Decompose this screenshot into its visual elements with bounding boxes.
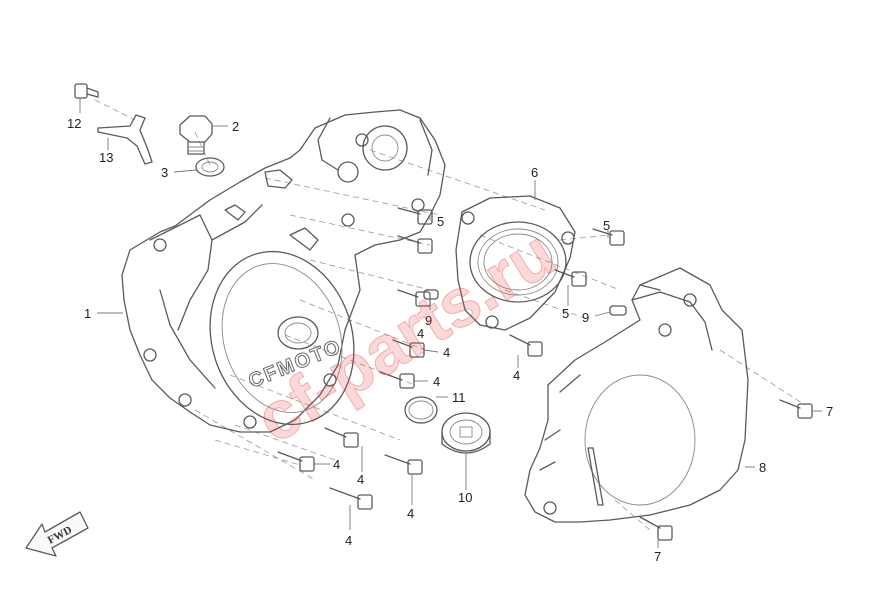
bolt-4e <box>324 427 359 448</box>
callout-12: 12 <box>67 116 81 131</box>
bolt-5c <box>554 269 587 287</box>
callout-11: 11 <box>452 390 466 405</box>
callout-2: 2 <box>232 119 239 134</box>
leader-lines <box>79 98 822 548</box>
callout-4e: 4 <box>357 472 364 487</box>
callout-8: 8 <box>759 460 766 475</box>
callout-7a: 7 <box>826 404 833 419</box>
callout-5b: 5 <box>603 218 610 233</box>
callout-4d: 4 <box>513 368 520 383</box>
plug-part-2 <box>179 115 213 155</box>
callout-3: 3 <box>161 165 168 180</box>
bolts <box>277 207 813 541</box>
alignment-lines <box>94 99 806 531</box>
callout-6: 6 <box>531 165 538 180</box>
bolt-4d <box>509 334 543 357</box>
bolt-7b <box>639 516 673 541</box>
callout-1: 1 <box>84 306 91 321</box>
callout-9b: 9 <box>582 310 589 325</box>
callout-7b: 7 <box>654 549 661 564</box>
oring-part-11 <box>404 396 438 424</box>
bolt-5b <box>397 235 433 254</box>
callout-10: 10 <box>458 490 472 505</box>
watermark-text: cf-parts.ru <box>243 215 568 458</box>
callout-4a: 4 <box>417 326 424 341</box>
callout-9a: 9 <box>425 313 432 328</box>
bracket-part-13 <box>97 114 153 165</box>
forward-direction-arrow: FWD <box>25 511 89 557</box>
callout-labels: 1 2 3 4 4 4 4 4 4 4 4 5 5 5 6 7 7 8 9 9 … <box>67 116 833 564</box>
bolt-7a <box>779 399 813 419</box>
bolt-5a <box>397 207 433 225</box>
bolt-part-12 <box>74 83 99 99</box>
dowel-9b <box>609 305 627 316</box>
cover-part-8 <box>524 267 749 523</box>
callout-4h: 4 <box>345 533 352 548</box>
washer-part-3 <box>195 157 225 177</box>
bolt-4h <box>329 487 373 510</box>
bolt-5d <box>592 228 625 246</box>
callout-13: 13 <box>99 150 113 165</box>
dowel-9a <box>423 289 439 300</box>
callout-4c: 4 <box>433 374 440 389</box>
callout-4b: 4 <box>443 345 450 360</box>
callout-4f: 4 <box>407 506 414 521</box>
bolt-4f <box>384 454 423 475</box>
callout-5a: 5 <box>437 214 444 229</box>
callout-4g: 4 <box>333 457 340 472</box>
cap-part-10 <box>441 412 491 454</box>
callout-5c: 5 <box>562 306 569 321</box>
